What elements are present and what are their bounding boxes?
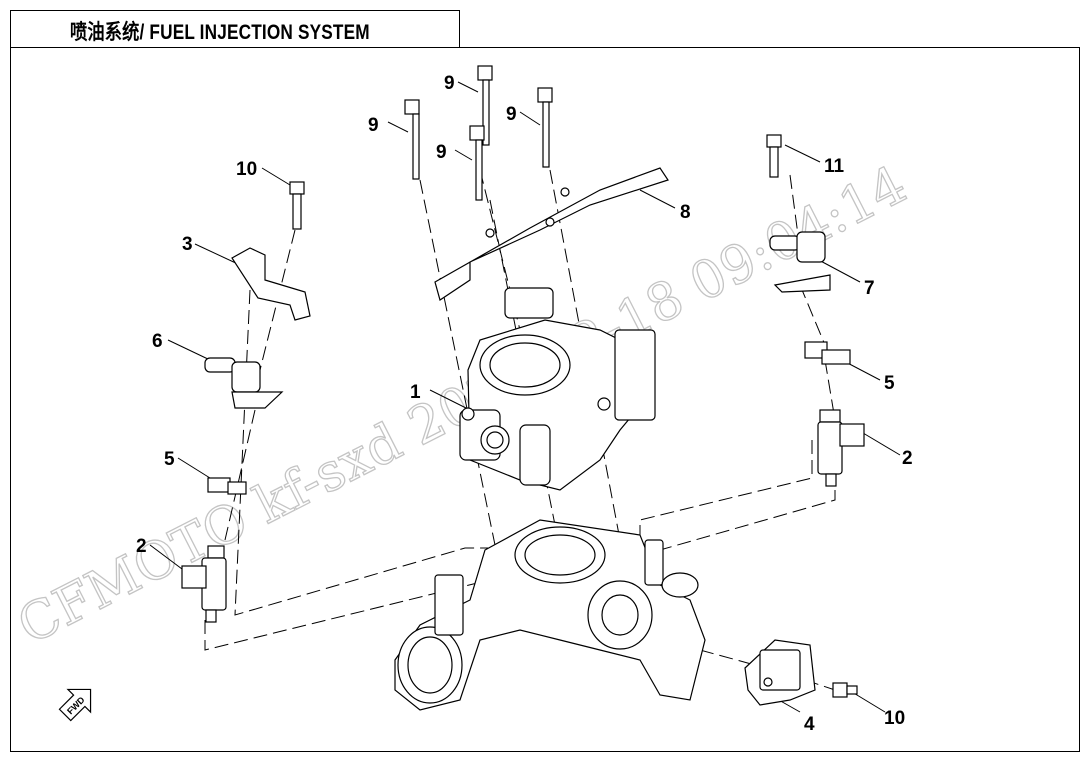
injector-2-left xyxy=(181,545,227,623)
clamp-3 xyxy=(231,247,311,321)
callout-6: 6 xyxy=(152,331,163,352)
throttle-body-1 xyxy=(459,287,656,491)
bolt-10-upper xyxy=(289,181,305,230)
intake-manifold xyxy=(394,519,706,711)
callout-10-lower: 10 xyxy=(884,708,905,729)
bolt-9-c xyxy=(537,87,553,168)
page-title: 喷油系统/ FUEL INJECTION SYSTEM xyxy=(70,21,370,44)
callout-8: 8 xyxy=(680,202,691,223)
clip-5-right xyxy=(804,341,851,365)
fuel-pipe-6 xyxy=(204,357,284,409)
callout-3: 3 xyxy=(182,234,193,255)
leader-lines xyxy=(149,81,901,713)
callout-9-b: 9 xyxy=(368,115,379,136)
callout-2-left: 2 xyxy=(136,536,147,557)
forward-arrow-icon: FWD xyxy=(58,688,92,722)
bolt-9-a xyxy=(404,99,420,180)
bracket-8 xyxy=(434,167,669,301)
callout-9-c: 9 xyxy=(436,142,447,163)
callouts: 1 2 2 3 4 5 5 6 7 8 9 9 9 9 10 10 11 xyxy=(136,73,913,735)
callout-2-right: 2 xyxy=(902,448,913,469)
bolt-11 xyxy=(766,134,782,178)
callout-9-a: 9 xyxy=(444,73,455,94)
callout-5-right: 5 xyxy=(884,373,895,394)
sensor-4 xyxy=(744,639,816,706)
injector-2-right xyxy=(817,409,865,487)
clip-5-left xyxy=(207,477,247,495)
callout-11: 11 xyxy=(824,156,845,177)
callout-4: 4 xyxy=(804,714,815,735)
bolt-10-lower xyxy=(832,682,858,698)
callout-9-d: 9 xyxy=(506,104,517,125)
bolt-9-d xyxy=(469,125,485,201)
parts-layer xyxy=(181,65,865,711)
callout-1: 1 xyxy=(410,382,421,403)
bolt-9-b xyxy=(477,65,493,146)
callout-7: 7 xyxy=(864,278,875,299)
fuel-pipe-7 xyxy=(769,231,831,293)
title-box xyxy=(10,10,460,48)
callout-5-left: 5 xyxy=(164,449,175,470)
drawing-frame xyxy=(10,47,1080,752)
callout-10-upper: 10 xyxy=(236,159,257,180)
